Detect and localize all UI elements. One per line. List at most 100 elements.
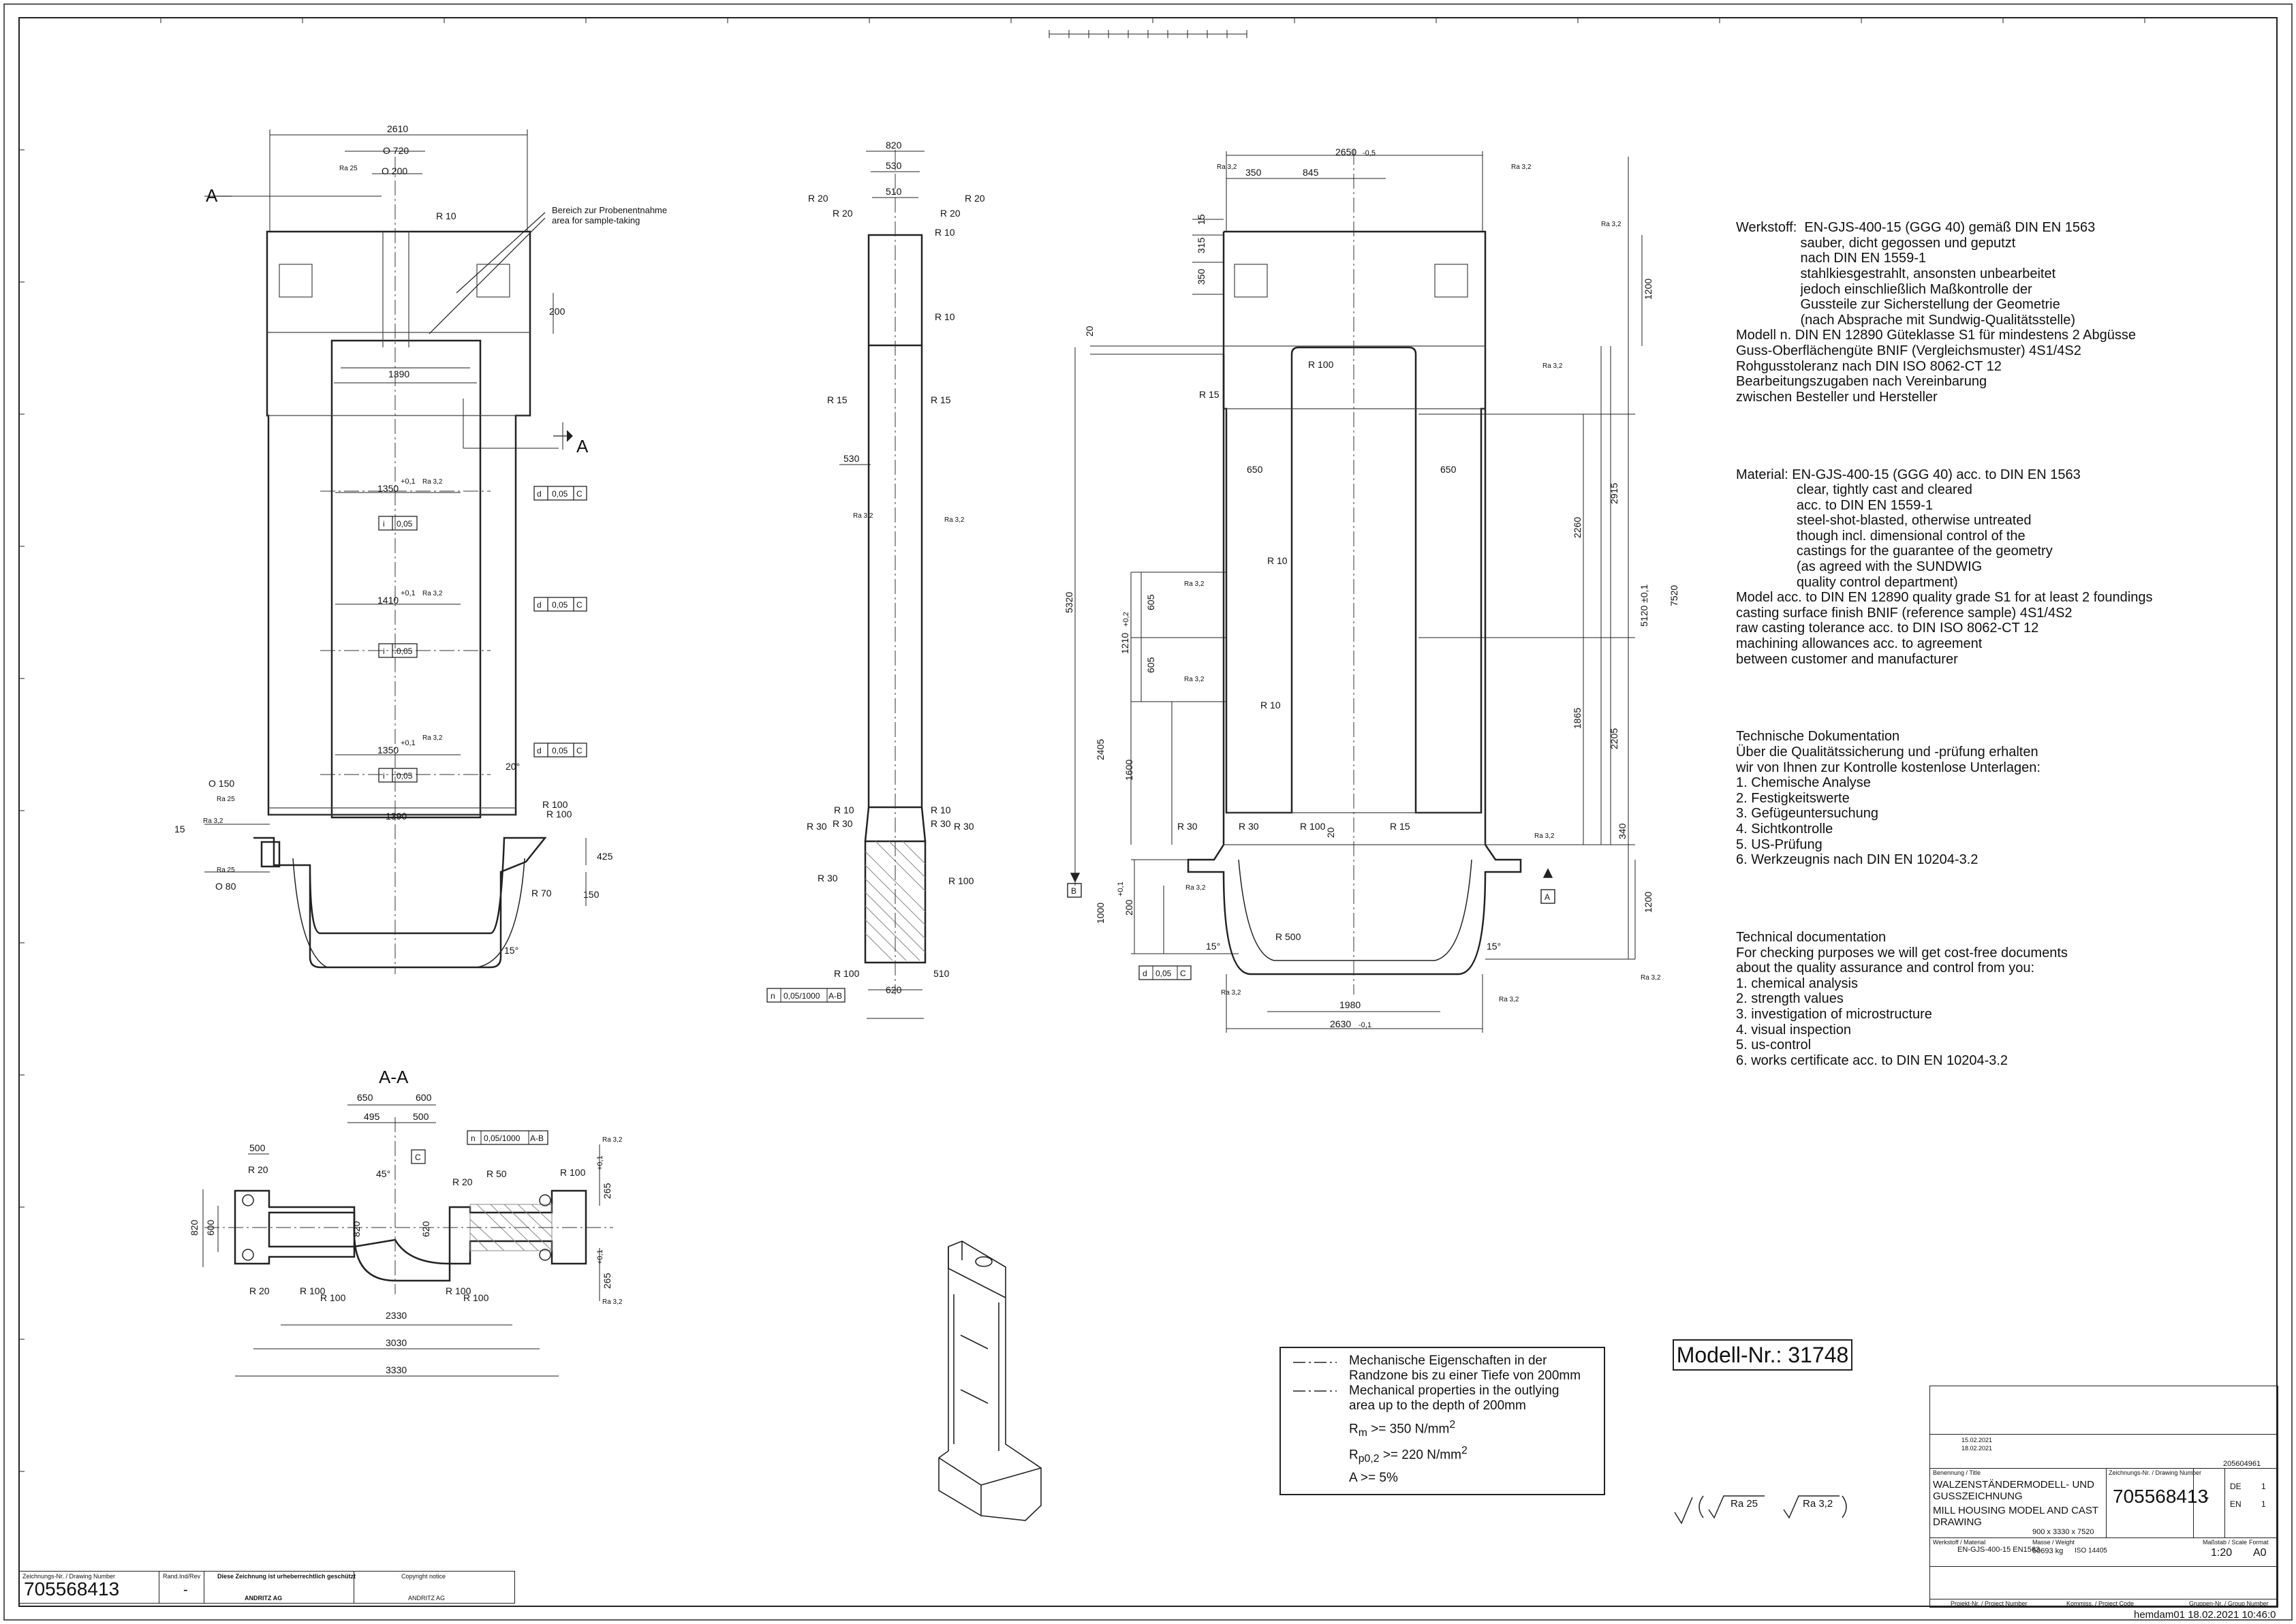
front-angle-20: 20°: [506, 761, 520, 772]
side-dim-820: 820: [886, 140, 902, 151]
tol-ref-d3: C: [576, 746, 583, 755]
front-tol-02: +0,1: [401, 589, 416, 597]
top-dim-15: 15: [1196, 214, 1207, 225]
top-r30a: R 30: [1177, 821, 1198, 832]
tb-date-1: 15.02.2021: [1961, 1437, 1993, 1443]
legend-rm-sub: m: [1358, 1427, 1367, 1439]
sec-ra-2: Ra 3,2: [602, 1298, 623, 1306]
sec-ra-1: Ra 3,2: [602, 1136, 623, 1144]
front-dim-1350: 1350: [377, 483, 399, 494]
tb-lang-de: DE: [2230, 1482, 2241, 1491]
top-r10a: R 10: [1267, 555, 1288, 566]
tb-format: A0: [2253, 1547, 2267, 1559]
legend-elongation: A >= 5%: [1349, 1471, 1398, 1485]
note-material-en: Material: EN-GJS-400-15 (GGG 40) acc. to…: [1736, 467, 2153, 667]
tb-number: 205604961: [2223, 1460, 2261, 1468]
tol-val-i2: 0,05: [397, 646, 413, 656]
side-r20b: R 20: [833, 208, 853, 219]
front-dia-150: Ο 150: [208, 778, 234, 789]
tb-group-label: Gruppen-Nr. / Group Number: [2189, 1600, 2269, 1607]
top-dim-7520: 7520: [1669, 585, 1679, 606]
side-r30f: R 100: [948, 875, 974, 886]
tol-sym-d1: d: [537, 489, 542, 499]
tb-title-label: Benennung / Title: [1933, 1469, 1981, 1476]
legend-rm-symbol: R: [1349, 1422, 1359, 1437]
top-dim-2650: 2650: [1335, 146, 1356, 157]
legend-rm-value: >= 350 N/mm: [1371, 1422, 1450, 1437]
sec-dim-600b: 600: [205, 1219, 216, 1236]
tol-sym-i2: i: [383, 646, 385, 656]
side-dim-510: 510: [886, 186, 902, 197]
section-marker-top: A: [206, 185, 218, 206]
front-r100a: R 100: [542, 799, 568, 810]
side-tol-val: 0,05/1000: [784, 991, 820, 1001]
tb-title-en: MILL HOUSING MODEL AND CAST DRAWING: [1933, 1505, 2098, 1528]
surface-ra-32: Ra 3,2: [1803, 1498, 1833, 1510]
sec-dim-650: 650: [357, 1092, 373, 1103]
top-r100b: R 100: [1300, 821, 1326, 832]
tl-copyright: Copyright notice: [401, 1573, 446, 1580]
tl-drawing-number: 705568413: [24, 1578, 120, 1599]
note-documentation-de: Technische Dokumentation Über die Qualit…: [1736, 729, 2041, 868]
top-dim-350b: 350: [1196, 268, 1207, 285]
top-tol-sym: d: [1143, 969, 1147, 978]
top-angle-15a: 15°: [1206, 941, 1220, 952]
front-ra-5: Ra 25: [217, 796, 235, 803]
section-marker-bottom: A: [576, 436, 589, 456]
top-dim-5120: 5120 ±0,1: [1639, 584, 1649, 627]
sec-dim-3030: 3030: [386, 1337, 407, 1348]
tb-revision: -: [2204, 1488, 2209, 1505]
title-block: 15.02.2021 18.02.2021 205604961 Benennun…: [1929, 1386, 2278, 1608]
tol-val-d2: 0,05: [552, 600, 568, 610]
top-dim-605b: 605: [1145, 657, 1156, 673]
top-dim-605a: 605: [1145, 594, 1156, 610]
top-dim-1210: 1210: [1119, 633, 1130, 654]
top-ra-2: Ra 3,2: [1511, 163, 1532, 171]
top-dim-315: 315: [1196, 237, 1207, 253]
top-ra-7: Ra 3,2: [1534, 832, 1555, 840]
tb-sheet: 1: [2261, 1482, 2266, 1491]
front-ra-1: Ra 25: [339, 165, 358, 172]
side-r20c: R 20: [940, 208, 961, 219]
front-dim-1390: 1390: [388, 369, 409, 379]
front-ra-4: Ra 3,2: [422, 734, 443, 742]
top-dim-1200b: 1200: [1643, 892, 1654, 913]
tb-dn-label: Zeichnungs-Nr. / Drawing Number: [2109, 1469, 2202, 1476]
top-ra-3: Ra 3,2: [1601, 221, 1622, 228]
front-dim-1350b: 1350: [377, 745, 399, 755]
legend-rp-symbol: R: [1349, 1448, 1359, 1463]
tb-standard: ISO 14405: [2075, 1547, 2107, 1555]
sec-r100d: R 100: [446, 1285, 471, 1296]
legend-line-4: area up to the depth of 200mm: [1349, 1399, 1526, 1413]
side-r100b: 510: [933, 968, 950, 979]
tb-mass-label: Masse / Weight: [2032, 1539, 2075, 1546]
tol-sym-d3: d: [537, 746, 542, 755]
sample-area-en: area for sample-taking: [552, 215, 640, 225]
sec-dim-265b: 265: [602, 1272, 612, 1289]
sec-dim-3330: 3330: [386, 1364, 407, 1375]
side-r30b: R 30: [833, 818, 853, 829]
front-dim-720: Ο 720: [383, 145, 409, 156]
top-datum-a: A: [1545, 892, 1550, 902]
top-dim-1000: 1000: [1095, 903, 1106, 924]
legend-line-1: Mechanische Eigenschaften in der: [1349, 1354, 1547, 1368]
top-r15b: R 15: [1390, 821, 1410, 832]
side-tol-ref: A-B: [828, 991, 842, 1001]
front-ra-3: Ra 3,2: [422, 590, 443, 597]
top-ra-10: Ra 3,2: [1499, 996, 1519, 1003]
side-r20d: R 20: [965, 193, 985, 204]
sec-tol-265b: +0,1: [596, 1249, 604, 1264]
tb-date-2: 18.02.2021: [1961, 1445, 1993, 1452]
tol-val-i1: 0,05: [397, 519, 413, 529]
side-dim-530: 530: [886, 160, 902, 171]
top-tol-val: 0,05: [1155, 969, 1172, 978]
top-dim-650b: 650: [1440, 464, 1457, 475]
side-r10a: R 10: [935, 227, 955, 238]
side-r10c: R 10: [834, 805, 854, 815]
tol-val-d3: 0,05: [552, 746, 568, 755]
tl-rev: -: [183, 1582, 188, 1597]
note-material-de: Werkstoff: EN-GJS-400-15 (GGG 40) gemäß …: [1736, 220, 2136, 405]
sec-tol-sym: n: [471, 1134, 476, 1143]
tb-scale-label: Maßstab / Scale: [2203, 1539, 2248, 1546]
